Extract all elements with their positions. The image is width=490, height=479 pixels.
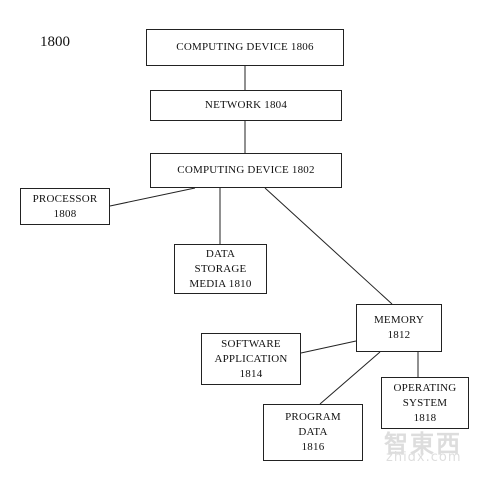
data-storage-media-1810-box: DATA STORAGE MEDIA 1810 (174, 244, 267, 294)
operating-system-1818-label: OPERATING SYSTEM 1818 (393, 381, 457, 424)
operating-system-1818-box: OPERATING SYSTEM 1818 (381, 377, 469, 429)
program-data-1816-box: PROGRAM DATA 1816 (263, 404, 363, 461)
edge-1802-1808 (109, 187, 196, 207)
network-1804-label: NETWORK 1804 (204, 99, 288, 111)
watermark-url: zhidx.com (386, 450, 462, 465)
program-data-1816-label: PROGRAM DATA 1816 (285, 411, 341, 453)
edge-1812-1814 (300, 340, 357, 354)
software-application-1814-box: SOFTWARE APPLICATION 1814 (201, 333, 301, 385)
computing-device-1802-label: COMPUTING DEVICE 1802 (177, 164, 315, 176)
software-application-1814-label: SOFTWARE APPLICATION 1814 (214, 337, 288, 380)
watermark-chars: 智東西 (384, 430, 462, 458)
network-1804-box: NETWORK 1804 (150, 90, 342, 121)
data-storage-media-1810-label: DATA STORAGE MEDIA 1810 (189, 247, 252, 290)
figure-label: 1800 (40, 34, 70, 50)
computing-device-1806-box: COMPUTING DEVICE 1806 (146, 29, 344, 66)
computing-device-1802-box: COMPUTING DEVICE 1802 (150, 153, 342, 188)
memory-1812-label: MEMORY 1812 (373, 314, 425, 341)
processor-1808-label: PROCESSOR 1808 (32, 192, 98, 220)
memory-1812-box: MEMORY 1812 (356, 304, 442, 352)
edge-1812-1816 (319, 351, 381, 405)
edge-1802-1812 (264, 187, 393, 305)
computing-device-1806-label: COMPUTING DEVICE 1806 (176, 41, 314, 53)
processor-1808-box: PROCESSOR 1808 (20, 188, 110, 225)
watermark-logo: 智東西 zhidx.com (384, 424, 480, 470)
